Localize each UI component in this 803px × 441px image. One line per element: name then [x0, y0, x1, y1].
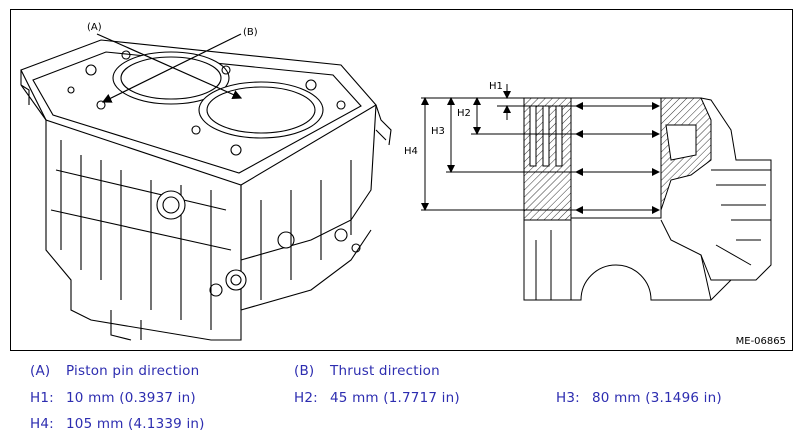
illustration-frame: (A) (B) H1 H2 H3 H4 ME-06865	[10, 9, 793, 351]
engine-block-illustration	[20, 33, 772, 341]
legend-text: 80 mm (3.1496 in)	[592, 390, 722, 406]
legend-key: H1:	[30, 390, 54, 406]
legend-key: H3:	[556, 390, 580, 406]
legend-text: 105 mm (4.1339 in)	[66, 416, 205, 432]
callout-b: (B)	[243, 27, 258, 38]
cross-section-drawing	[421, 84, 772, 301]
legend-key: (B)	[294, 363, 315, 379]
callout-h1: H1	[489, 81, 503, 92]
direction-a-line	[96, 33, 243, 99]
cylinder-block-drawing	[20, 33, 392, 341]
legend-key: (A)	[30, 363, 51, 379]
figure-id: ME-06865	[735, 336, 786, 347]
legend-text: Piston pin direction	[66, 363, 200, 379]
legend-item-h4: H4: 105 mm (4.1339 in)	[30, 416, 205, 432]
legend-item-h3: H3: 80 mm (3.1496 in)	[556, 390, 722, 406]
legend-item-h1: H1: 10 mm (0.3937 in)	[30, 390, 196, 406]
legend-item-a: (A) Piston pin direction	[30, 363, 199, 379]
legend-text: 45 mm (1.7717 in)	[330, 390, 460, 406]
callout-h4: H4	[404, 146, 418, 157]
legend-key: H4:	[30, 416, 54, 432]
legend-key: H2:	[294, 390, 318, 406]
legend-text: Thrust direction	[330, 363, 440, 379]
callout-a: (A)	[87, 22, 102, 33]
callout-h2: H2	[457, 108, 471, 119]
callout-h3: H3	[431, 126, 445, 137]
direction-b-line	[101, 33, 242, 103]
legend-item-b: (B) Thrust direction	[294, 363, 440, 379]
legend-item-h2: H2: 45 mm (1.7717 in)	[294, 390, 460, 406]
legend: (A) Piston pin direction (B) Thrust direct…	[0, 352, 803, 441]
legend-text: 10 mm (0.3937 in)	[66, 390, 196, 406]
